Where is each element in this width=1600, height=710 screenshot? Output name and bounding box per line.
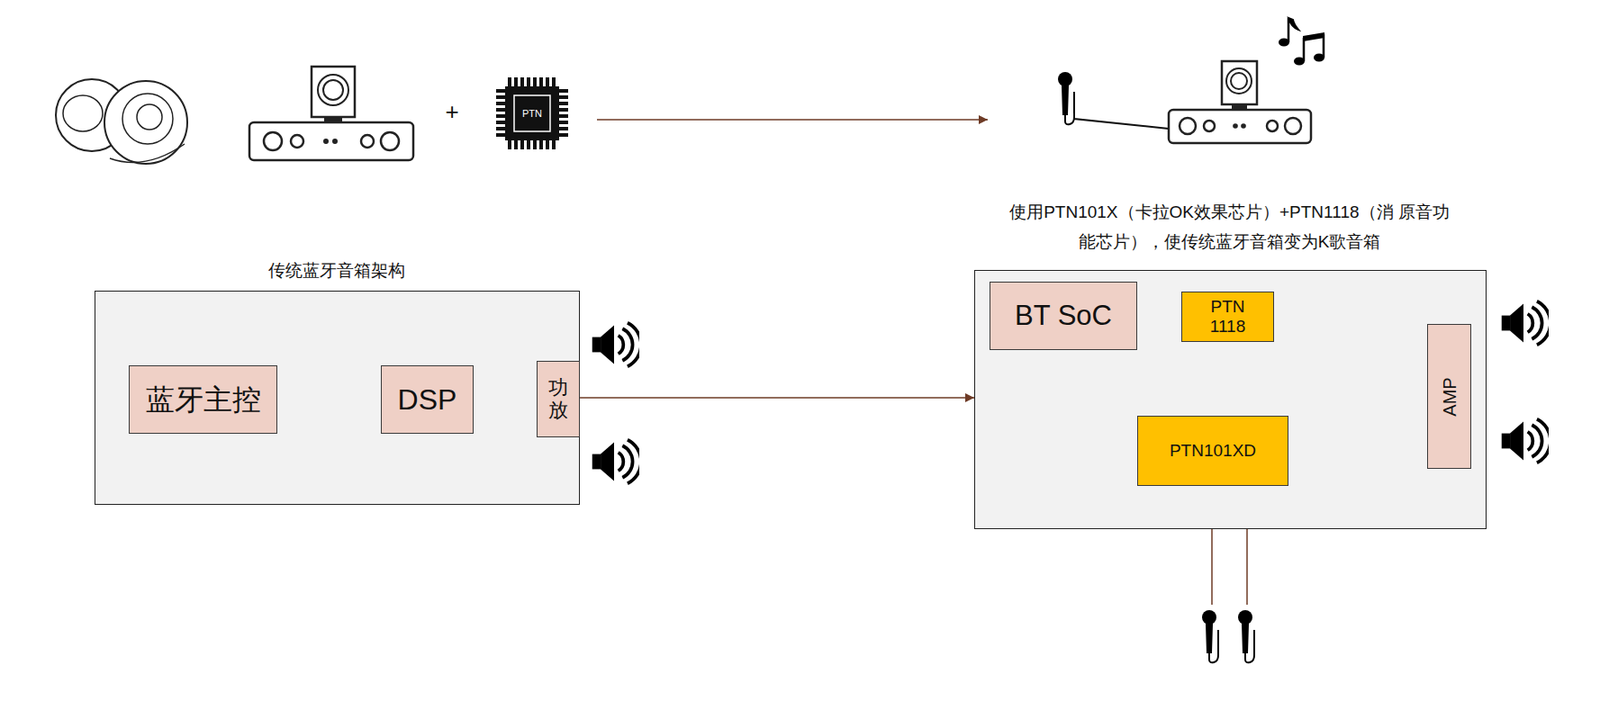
box-label: 蓝牙主控: [145, 382, 262, 417]
system-box: BT SoCPTN 1118PTN101XDAMP使用PTN101X（卡拉OK效…: [974, 270, 1487, 530]
knob: [1266, 120, 1278, 132]
speaker-base: [109, 144, 185, 163]
chip-body: [505, 86, 560, 141]
woofer-cone: [1230, 72, 1248, 90]
microphone-icon: [1238, 610, 1255, 663]
box-heading: 使用PTN101X（卡拉OK效果芯片）+PTN1118（消 原音功能芯片），使传…: [1004, 197, 1456, 258]
chip-pins: [496, 89, 506, 140]
knob: [380, 132, 399, 151]
speaker-cone: [122, 93, 173, 145]
microphone-icon: [1202, 610, 1219, 663]
box-label: PTN101XD: [1169, 441, 1257, 462]
knob: [263, 132, 282, 151]
subwoofer: [1221, 61, 1257, 105]
knob: [1203, 120, 1215, 132]
box-heading: 传统蓝牙音箱架构: [93, 255, 579, 286]
plus-sign: +: [444, 98, 459, 127]
knob: [1179, 117, 1196, 135]
process-box: BT SoC: [989, 281, 1138, 351]
box-label: PTN 1118: [1210, 297, 1246, 337]
speaker-cone: [63, 95, 103, 132]
speaker-icon: [1501, 301, 1551, 346]
speaker-shell: [104, 81, 188, 164]
knob: [290, 135, 304, 148]
woofer-cone: [317, 74, 349, 106]
box-label: AMP: [1438, 377, 1461, 416]
note-beam: [1302, 32, 1325, 42]
karaoke-soundbar: [1057, 61, 1311, 144]
note-flag: [1288, 18, 1299, 30]
speaker-cone: [136, 104, 163, 130]
chip-icon: [500, 81, 564, 145]
music-notes: [1278, 18, 1325, 66]
chip-pins: [507, 140, 559, 150]
chip-box: PTN101XD: [1137, 415, 1289, 487]
dot: [332, 138, 338, 145]
chip-pins: [559, 89, 569, 140]
box-label: DSP: [397, 382, 458, 417]
dot: [1232, 123, 1239, 129]
chip-label: PTN: [522, 108, 543, 119]
bar-body: [1168, 109, 1311, 144]
process-box: DSP: [380, 365, 474, 434]
process-box: 功放: [536, 361, 580, 438]
transform-arrow: [596, 118, 988, 120]
speaker-icon: [592, 440, 642, 485]
process-box: 蓝牙主控: [128, 365, 278, 434]
round-speakers: [55, 79, 188, 164]
dot: [1240, 123, 1247, 129]
box-label: 功放: [548, 377, 569, 421]
soundbar: [249, 66, 414, 161]
dot: [323, 138, 329, 145]
knob: [1284, 117, 1302, 135]
woofer-cone: [1226, 68, 1252, 94]
chip-die: [514, 95, 551, 132]
speaker-icon: [1501, 419, 1551, 464]
bar-body: [249, 122, 414, 161]
process-box: AMP: [1427, 324, 1472, 470]
arrow-connector: [579, 397, 975, 398]
system-box: 蓝牙主控DSP功放传统蓝牙音箱架构: [94, 290, 580, 506]
microphone-icon: [1057, 72, 1075, 125]
knob: [361, 135, 374, 148]
woofer-cone: [323, 80, 344, 100]
chip-box: PTN 1118: [1181, 291, 1275, 343]
subwoofer: [311, 66, 355, 118]
mic-cable: [1074, 113, 1169, 129]
box-label: BT SoC: [1014, 298, 1112, 333]
chip-pins: [507, 77, 559, 87]
speaker-icon: [592, 323, 642, 368]
